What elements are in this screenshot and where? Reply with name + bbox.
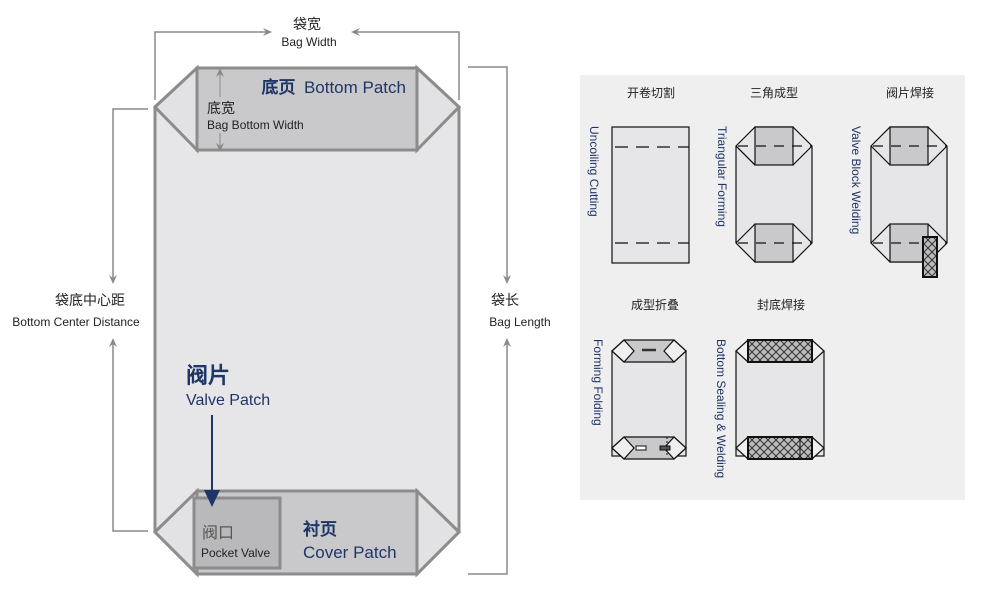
valve-patch-arrow bbox=[204, 415, 220, 507]
valve-patch-label-cn: 阀片 bbox=[186, 364, 230, 389]
bottom-patch-label: 底页 Bottom Patch bbox=[261, 77, 406, 98]
bottom-patch-label-cn: 底页 bbox=[261, 77, 295, 98]
step-5-title: 封底焊接 bbox=[757, 297, 805, 312]
bag-bottom-width-label-en: Bag Bottom Width bbox=[207, 118, 304, 132]
bag-length-dimension bbox=[468, 66, 511, 575]
bottom-center-distance-label-cn: 袋底中心距 bbox=[55, 293, 125, 309]
triangular-forming-icon bbox=[735, 126, 813, 263]
bag-width-label-cn: 袋宽 bbox=[293, 16, 321, 33]
step-5-label: Bottom Sealing & Welding bbox=[714, 339, 728, 478]
pocket-valve-label-en: Pocket Valve bbox=[201, 546, 270, 560]
bottom-center-distance-label-en: Bottom Center Distance bbox=[12, 315, 140, 329]
step-2-label: Triangular Forming bbox=[715, 126, 729, 227]
bottom-patch-label-en: Bottom Patch bbox=[304, 78, 406, 97]
pocket-valve bbox=[192, 496, 282, 570]
valve-patch-label-en: Valve Patch bbox=[186, 392, 270, 409]
valve-block-welding-icon bbox=[870, 126, 948, 278]
step-4-label: Forming Folding bbox=[591, 339, 605, 426]
step-2-title: 三角成型 bbox=[750, 86, 798, 100]
main-bag bbox=[152, 64, 462, 578]
bag-length-label-cn: 袋长 bbox=[491, 293, 519, 309]
pocket-valve-label-cn: 阀口 bbox=[202, 523, 234, 542]
uncoiling-cutting-icon bbox=[611, 126, 690, 264]
step-1-title: 开卷切割 bbox=[627, 85, 675, 100]
bag-width-label-en: Bag Width bbox=[281, 35, 336, 49]
forming-folding-icon bbox=[611, 339, 687, 460]
step-3-title: 阀片焊接 bbox=[886, 85, 934, 100]
bag-width-dimension bbox=[154, 28, 460, 100]
bag-bottom-width-dimension bbox=[206, 68, 316, 152]
bottom-sealing-welding-icon bbox=[735, 339, 825, 460]
cover-patch-label-cn: 衬页 bbox=[303, 519, 337, 540]
cover-patch-label-en: Cover Patch bbox=[303, 543, 397, 562]
bag-length-label-en: Bag Length bbox=[489, 315, 550, 329]
step-4-title: 成型折叠 bbox=[631, 297, 679, 312]
bottom-center-distance-dimension bbox=[109, 108, 148, 532]
step-1-label: Uncoiling Cutting bbox=[587, 126, 601, 217]
bag-bottom-width-label-cn: 底宽 bbox=[207, 100, 235, 117]
step-3-label: Valve Block Welding bbox=[849, 126, 863, 234]
